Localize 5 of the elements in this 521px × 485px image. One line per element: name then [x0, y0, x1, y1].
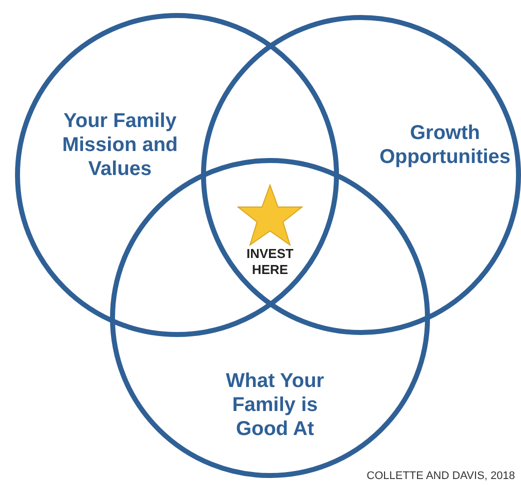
citation-text: COLLETTE AND DAVIS, 2018 [366, 470, 515, 482]
circle-label: What Your Family is Good At [224, 369, 326, 441]
circle-label: Your Family Mission and Values [61, 109, 179, 181]
center-label: INVEST HERE [240, 246, 300, 278]
circle-label: Growth Opportunities [378, 121, 512, 169]
